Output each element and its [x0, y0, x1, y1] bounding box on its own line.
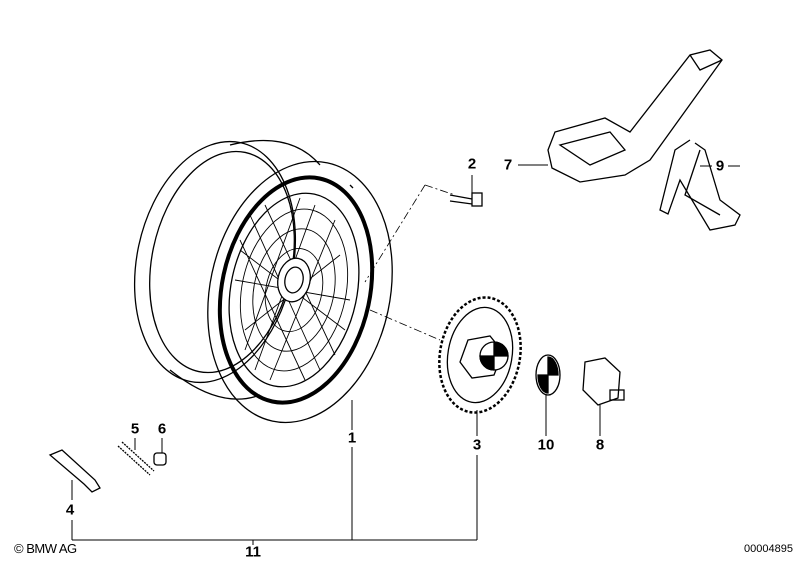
- part-label-6[interactable]: 6: [157, 420, 167, 438]
- part-label-10[interactable]: 10: [537, 436, 555, 454]
- leader-lines: [71, 164, 740, 545]
- clip-drawing: [659, 139, 741, 231]
- part-label-4[interactable]: 4: [65, 501, 75, 519]
- document-number: 00004895: [744, 543, 793, 555]
- part-label-5[interactable]: 5: [130, 420, 140, 438]
- copyright: © BMW AG: [14, 541, 77, 556]
- hub-cap-drawing: [438, 296, 522, 414]
- part-label-8[interactable]: 8: [595, 436, 605, 454]
- part-label-11[interactable]: 11: [245, 543, 261, 561]
- valve-drawing: [48, 441, 167, 493]
- part-label-7[interactable]: 7: [503, 156, 513, 174]
- part-label-9[interactable]: 9: [715, 157, 725, 175]
- part-label-1[interactable]: 1: [347, 429, 357, 447]
- emblem-drawing: [535, 354, 561, 396]
- nut-drawing: [582, 357, 625, 406]
- wrench-drawing: [547, 49, 723, 183]
- wheel-drawing: [133, 139, 456, 424]
- bolt-drawing: [449, 192, 483, 207]
- part-label-3[interactable]: 3: [472, 436, 482, 454]
- part-label-2[interactable]: 2: [467, 155, 477, 173]
